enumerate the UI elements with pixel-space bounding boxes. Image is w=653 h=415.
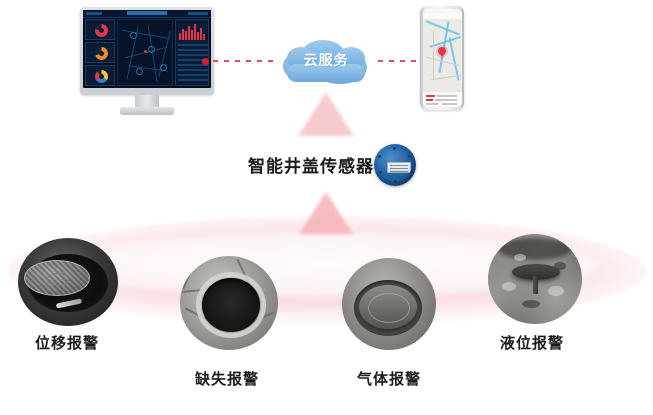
alarms-to-sensor-arrow (296, 192, 356, 238)
smart-manhole-sensor-row: 智能井盖传感器 (248, 143, 420, 187)
monitor-base (120, 107, 174, 115)
alarm-image-displacement (18, 238, 118, 326)
dashboard-header-right-bar (188, 12, 208, 15)
phone-screen (422, 9, 462, 107)
dashboard-kpi-column (85, 19, 115, 86)
monitor-screen (83, 10, 211, 88)
alarm-image-gas (342, 258, 436, 350)
kpi-card-1 (85, 19, 115, 40)
donut-chart-2 (95, 47, 108, 60)
desktop-monitor (80, 7, 214, 117)
alarm-image-missing (180, 256, 278, 350)
alarm-label-gas: 气体报警 (357, 371, 422, 388)
mobile-phone (420, 6, 464, 110)
kpi-card-2 (85, 42, 115, 63)
cloud-service-node: 云服务 (277, 36, 375, 88)
cloud-to-monitor-connector (202, 56, 274, 66)
cloud-icon (283, 40, 367, 84)
cloud-service-label: 云服务 (303, 52, 349, 68)
kpi-card-3 (85, 65, 115, 86)
dashboard-header-left-bar (86, 12, 102, 15)
map-location-pin (435, 45, 448, 57)
dashboard-title-bar (127, 11, 167, 15)
alarm-label-displacement: 位移报警 (35, 335, 100, 352)
phone-body (420, 6, 464, 110)
sensor-face (378, 148, 412, 182)
connector-endpoint-dot (202, 57, 209, 65)
monitor-neck (135, 95, 159, 109)
sensor-housing (374, 144, 416, 186)
alarm-image-water-level (488, 234, 582, 324)
sensor-nameplate (387, 162, 411, 173)
dashboard-stats-panel (175, 19, 209, 86)
phone-status-bar (422, 9, 462, 14)
alarm-label-water-level: 液位报警 (500, 335, 565, 352)
monitor-bezel (80, 7, 214, 95)
manhole-sensor-device (374, 144, 416, 186)
sensor-label: 智能井盖传感器 (248, 157, 374, 176)
dashboard-header (83, 10, 211, 18)
donut-chart-1 (95, 24, 108, 37)
donut-chart-3 (95, 70, 108, 83)
alarm-label-missing: 缺失报警 (195, 371, 260, 388)
phone-map-view (422, 19, 462, 91)
sensor-to-cloud-arrow (296, 92, 356, 140)
phone-info-panel (422, 91, 462, 107)
dashboard-map-panel (117, 19, 173, 86)
bar-chart (179, 24, 207, 40)
